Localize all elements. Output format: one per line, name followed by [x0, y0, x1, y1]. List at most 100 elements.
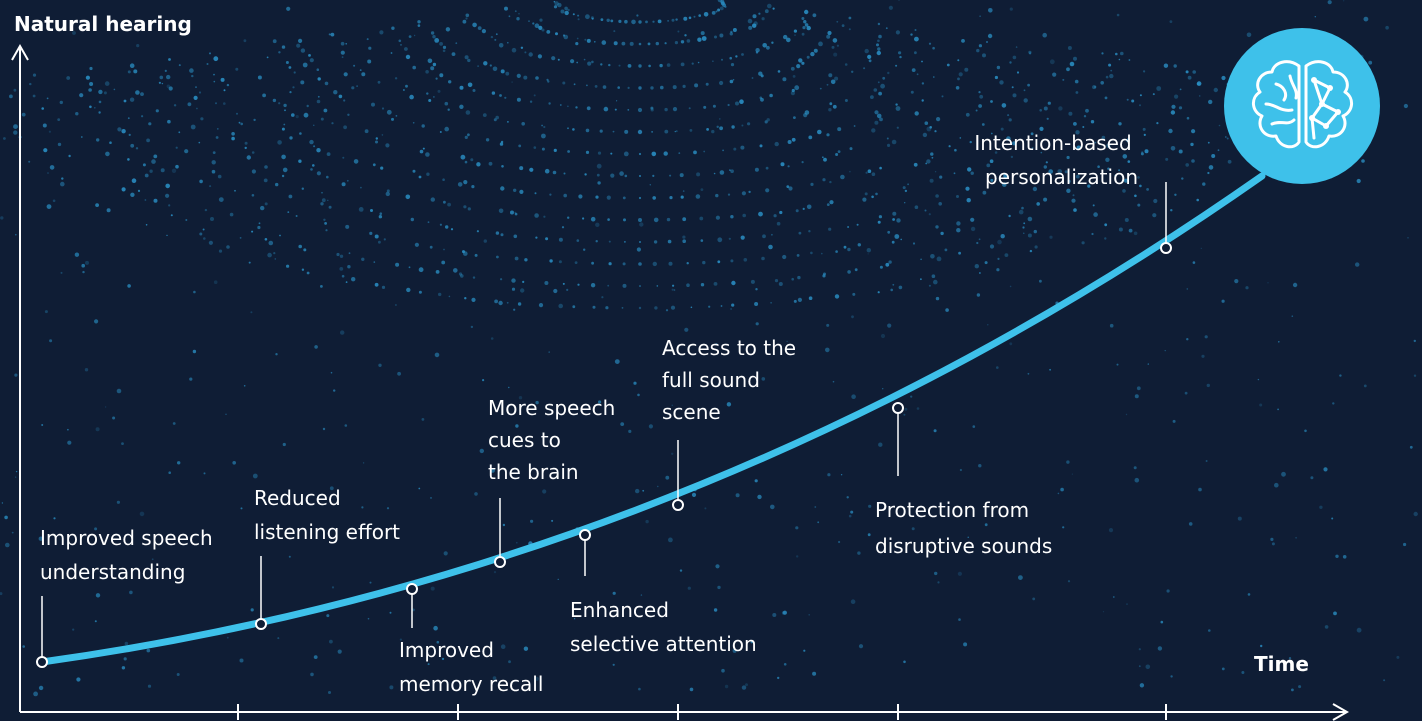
particle-dot [586, 84, 588, 87]
particle-dot [524, 51, 527, 54]
particle-dot [617, 86, 620, 89]
particle-dot [777, 676, 780, 680]
particle-dot [708, 305, 711, 308]
particle-dot [774, 141, 779, 147]
particle-dot [1333, 611, 1337, 616]
particle-dot [599, 129, 603, 133]
particle-dot [690, 306, 693, 309]
particle-dot [395, 115, 398, 117]
particle-dot [600, 18, 604, 21]
particle-dot [389, 685, 394, 690]
particle-dot [813, 48, 818, 53]
particle-dot [343, 72, 348, 77]
particle-dot [1140, 152, 1144, 156]
particle-dot [203, 472, 206, 475]
particle-dot [935, 296, 940, 301]
particle-dot [42, 123, 47, 128]
particle-dot [498, 300, 503, 306]
particle-dot [1291, 315, 1294, 318]
particle-dot [341, 274, 345, 278]
particle-dot [612, 663, 615, 666]
particle-dot [720, 305, 723, 307]
particle-dot [956, 221, 961, 226]
particle-dot [934, 171, 937, 173]
particle-dot [1107, 167, 1110, 170]
particle-dot [46, 204, 52, 210]
particle-dot [483, 239, 487, 243]
particle-dot [798, 58, 803, 63]
particle-dot [577, 14, 580, 17]
particle-dot [1047, 101, 1051, 105]
particle-dot [682, 190, 685, 192]
particle-dot [347, 113, 350, 117]
particle-dot [939, 175, 943, 179]
particle-dot [639, 222, 644, 227]
particle-dot [193, 290, 196, 294]
particle-dot [128, 133, 131, 136]
particle-dot [1045, 161, 1048, 164]
particle-dot [235, 67, 239, 71]
particle-dot [796, 254, 800, 257]
particle-dot [920, 278, 922, 281]
particle-dot [516, 541, 518, 544]
particle-dot [195, 86, 197, 88]
particle-dot [500, 69, 505, 74]
particle-dot [719, 118, 721, 120]
particle-dot [1066, 67, 1070, 72]
particle-dot [204, 208, 208, 212]
particle-dot [57, 142, 62, 147]
particle-dot [343, 125, 347, 130]
particle-dot [573, 83, 576, 86]
particle-dot [1186, 338, 1189, 341]
particle-dot [864, 48, 869, 54]
particle-dot [209, 185, 212, 188]
particle-dot [1139, 683, 1145, 688]
particle-dot [822, 274, 826, 278]
particle-dot [913, 162, 918, 167]
particle-dot [740, 145, 745, 150]
particle-dot [1413, 374, 1417, 377]
particle-dot [330, 32, 335, 37]
particle-dot [553, 0, 556, 3]
particle-dot [984, 523, 988, 527]
particle-dot [621, 307, 624, 309]
particle-dot [713, 282, 718, 286]
particle-dot [592, 305, 596, 309]
particle-dot [898, 51, 902, 55]
particle-dot [999, 80, 1004, 85]
particle-dot [264, 238, 268, 241]
particle-dot [1068, 111, 1073, 116]
particle-dot [1015, 46, 1018, 48]
particle-dot [459, 85, 464, 90]
particle-dot [669, 174, 672, 177]
particle-dot [848, 16, 852, 20]
particle-dot [730, 215, 734, 219]
particle-dot [168, 471, 171, 475]
particle-dot [567, 216, 570, 219]
particle-dot [472, 22, 477, 28]
particle-dot [530, 519, 534, 523]
particle-dot [686, 283, 690, 288]
particle-dot [133, 69, 138, 74]
particle-dot [1104, 223, 1108, 227]
particle-dot [1027, 233, 1032, 238]
particle-dot [1278, 341, 1280, 343]
particle-dot [838, 540, 841, 544]
particle-dot [719, 126, 723, 131]
particle-dot [808, 230, 811, 233]
particle-dot [567, 8, 570, 12]
particle-dot [175, 146, 178, 149]
particle-dot [978, 104, 982, 108]
particle-dot [443, 200, 446, 204]
particle-dot [1138, 665, 1141, 668]
particle-dot [379, 30, 384, 35]
particle-dot [755, 51, 759, 54]
particle-dot [252, 473, 258, 479]
particle-dot [935, 225, 939, 229]
particle-dot [418, 290, 422, 294]
particle-dot [930, 152, 934, 156]
particle-dot [1292, 282, 1298, 288]
particle-dot [653, 217, 659, 223]
particle-dot [638, 196, 642, 200]
particle-dot [519, 189, 524, 194]
